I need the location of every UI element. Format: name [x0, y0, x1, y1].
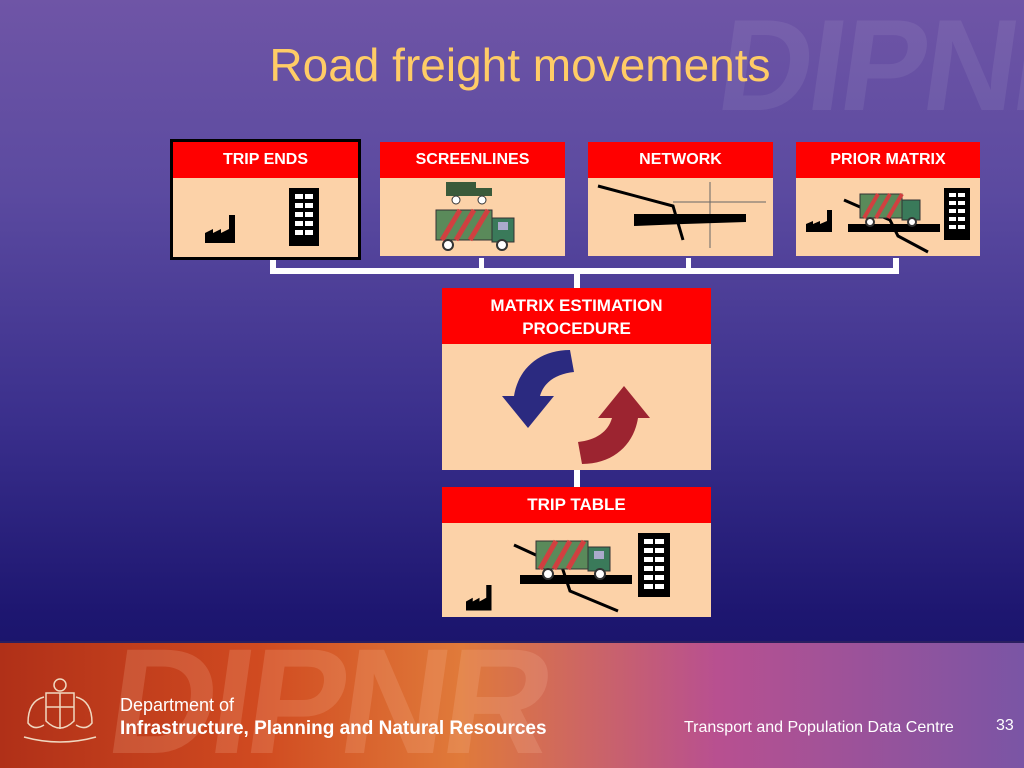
prior-matrix-graphic	[806, 188, 970, 254]
road-network-icon	[597, 182, 766, 248]
network-box: NETWORK	[588, 142, 773, 256]
trip-ends-header: TRIP ENDS	[173, 142, 358, 178]
prior-matrix-header: PRIOR MATRIX	[796, 142, 980, 178]
prior-matrix-box: PRIOR MATRIX	[796, 142, 980, 256]
department-line2: Infrastructure, Planning and Natural Res…	[120, 718, 547, 739]
matrix-estimation-box: MATRIX ESTIMATION PROCEDURE	[442, 288, 711, 470]
truck-icon	[535, 539, 611, 580]
connector	[270, 268, 899, 274]
factory-icon	[205, 215, 235, 243]
network-header: NETWORK	[588, 142, 773, 178]
truck-icon	[859, 192, 921, 227]
connector	[893, 258, 899, 274]
cycle-arrows-icon	[502, 350, 650, 464]
truck-icon	[435, 208, 515, 251]
matrix-estimation-line1: MATRIX ESTIMATION	[490, 296, 663, 315]
matrix-estimation-header: MATRIX ESTIMATION PROCEDURE	[442, 288, 711, 344]
footer-band	[0, 643, 1024, 768]
data-centre-label: Transport and Population Data Centre	[684, 719, 954, 736]
screenlines-graphic	[435, 182, 515, 251]
trip-table-header: TRIP TABLE	[442, 487, 711, 523]
coat-of-arms-icon	[23, 678, 97, 743]
matrix-estimation-line2: PROCEDURE	[522, 319, 631, 338]
trip-ends-box: TRIP ENDS	[170, 139, 361, 260]
footer-divider	[0, 641, 1024, 643]
factory-icon	[466, 585, 492, 611]
page-number: 33	[996, 717, 1014, 734]
trip-table-graphic	[466, 533, 670, 613]
trip-ends-graphic	[205, 188, 319, 246]
screenlines-header: SCREENLINES	[380, 142, 565, 178]
connector	[270, 258, 276, 274]
slide-title: Road freight movements	[269, 39, 771, 91]
factory-icon	[806, 210, 832, 232]
building-icon	[289, 188, 319, 246]
connector	[574, 268, 580, 288]
connector	[686, 258, 691, 274]
trip-table-box: TRIP TABLE	[442, 487, 711, 617]
building-icon	[944, 188, 970, 240]
connector	[574, 470, 580, 487]
screenlines-box: SCREENLINES	[380, 142, 565, 256]
watermark-bottom: DIPNR	[98, 617, 559, 768]
building-icon	[638, 533, 670, 597]
connector	[479, 258, 484, 274]
jeep-icon	[446, 182, 492, 205]
department-line1: Department of	[120, 695, 235, 715]
